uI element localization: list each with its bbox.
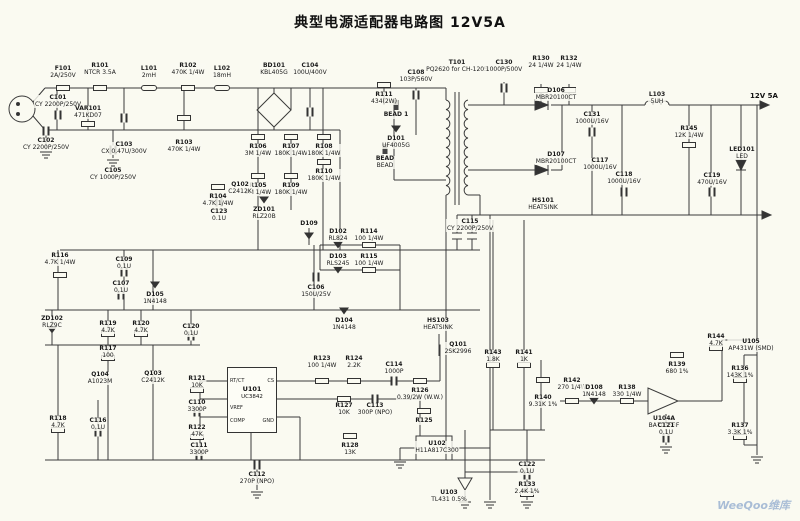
return-arrow-icon (761, 210, 773, 220)
ic-value: UC3842 (241, 394, 263, 400)
ic-pin-vref: VREF (230, 405, 243, 411)
ic-pin-comp: COMP (230, 418, 245, 424)
output-label: 12V 5A (750, 92, 778, 100)
transformer-primary-winding (445, 99, 451, 196)
ic-pin-rtct: RT/CT (230, 378, 245, 384)
ground-icon (39, 151, 53, 159)
ground-icon (250, 491, 264, 499)
ground-icon (458, 501, 472, 509)
opamp-icon (647, 387, 680, 415)
wire-network (8, 82, 773, 509)
ic-u101: U101 UC3842 RT/CT VREF COMP CS GND (227, 367, 277, 433)
ground-icon (750, 456, 764, 464)
optocoupler-box (415, 435, 453, 461)
ac-plug-icon (8, 95, 36, 123)
ic-ref: U101 (242, 385, 262, 393)
page-title: 典型电源适配器电路图 12V5A (294, 15, 506, 31)
ground-icon (520, 501, 534, 509)
output-inductor-icon (644, 100, 670, 106)
ground-icon (393, 461, 407, 469)
ic-pin-cs: CS (267, 378, 274, 384)
bridge-rectifier-icon (256, 92, 292, 128)
led-icon (735, 159, 747, 172)
mosfet-icon (438, 330, 447, 460)
ground-icon (483, 501, 497, 509)
y-capacitors-icon (452, 214, 480, 250)
rectifier-diode-d107-icon (534, 164, 550, 176)
ground-icon (106, 159, 120, 167)
ground-icon (659, 446, 673, 454)
transformer-secondary-winding (463, 99, 469, 196)
shunt-regulator-icon (457, 477, 473, 491)
watermark: WeeQoo维库 (717, 499, 790, 512)
ic-pin-gnd: GND (262, 418, 274, 424)
output-arrow-icon (759, 100, 771, 110)
